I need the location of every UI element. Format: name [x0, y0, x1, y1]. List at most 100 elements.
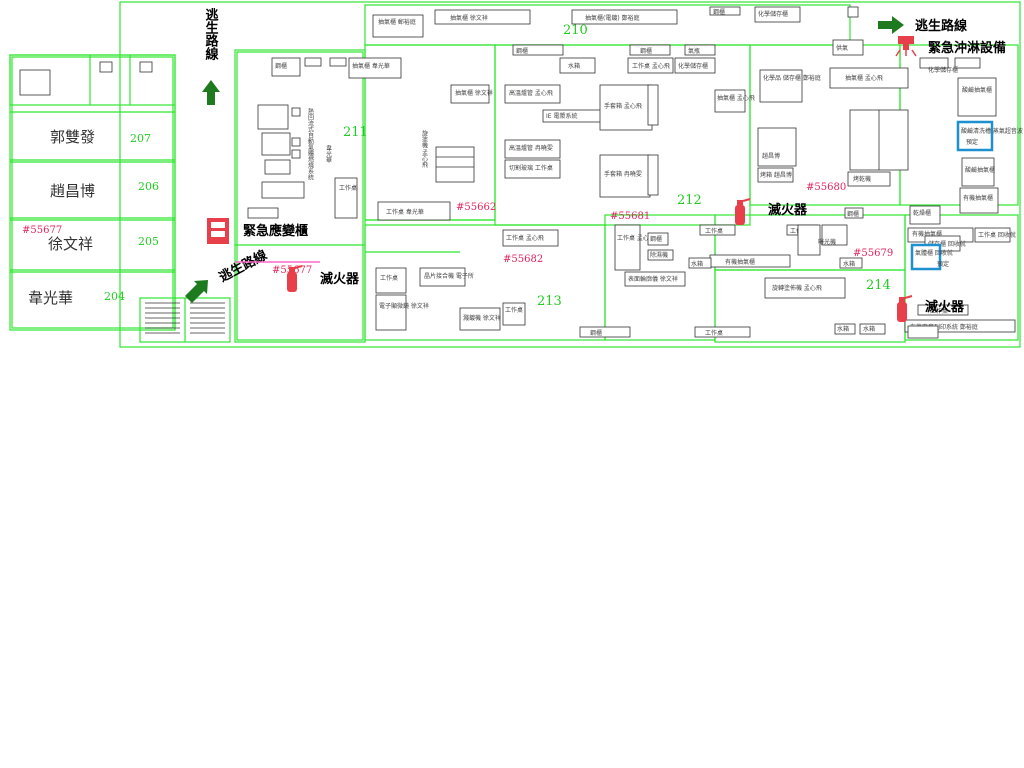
- oven-label: 烤乾機: [853, 175, 871, 183]
- extension-55681: #55681: [610, 211, 650, 222]
- fume-hood-label: 抽氣櫃 徐文祥: [455, 89, 493, 97]
- fire-extinguisher-icon: [735, 198, 751, 225]
- steel-cabinet-label: 鋼櫃: [650, 235, 662, 243]
- gas-cabinet-label: 氣體櫃 回收就: [915, 249, 953, 257]
- exposure-label: 曝光機: [818, 238, 836, 246]
- fume-hood-label: 抽氣櫃(電鍍) 鄭裕庭: [585, 14, 640, 22]
- room-212-number: 212: [677, 193, 702, 208]
- office-205-name: 徐文祥: [48, 235, 93, 253]
- room-211-equipment: 熱回流式自動氣體燃燒系統 韋光華 工作桌 工作桌 韋光華 旋塗機 孟心飛 抽氣櫃…: [247, 84, 493, 221]
- gas-cylinder-label: 氣瓶: [688, 47, 700, 55]
- left-offices: [9, 54, 176, 331]
- office-205-number: 205: [138, 235, 159, 248]
- gas-burner-label: 熱回流式自動氣體燃燒系統: [307, 107, 314, 181]
- escape-arrow-up: [202, 80, 220, 105]
- emergency-shower-icon: [895, 36, 917, 57]
- fire-extinguisher-icon: [287, 265, 303, 292]
- chemical-storage-label: 化學儲存櫃: [928, 66, 958, 74]
- dehumidifier-label: 除濕機: [650, 251, 668, 259]
- chemical-storage-label: 化學儲存櫃: [678, 62, 708, 70]
- steel-cabinet-label: 鋼櫃: [713, 8, 725, 16]
- room-212-equipment: 高溫爐管 孟心飛 高溫爐管 冉曉雯 切割玻璃 工作桌 IE 電漿系統 手套箱 孟…: [504, 84, 864, 269]
- staircase: [139, 297, 231, 343]
- furnace-label: 高溫爐管 冉曉雯: [509, 144, 553, 152]
- steel-cabinet-label: 鋼櫃: [590, 329, 602, 337]
- office-207-number: 207: [130, 132, 151, 145]
- oven-label: 烤箱 趙昌博: [760, 171, 792, 179]
- room-210-number: 210: [563, 23, 588, 38]
- organic-hood-label: 有機抽氣櫃: [912, 230, 942, 238]
- fire-extinguisher-icon: [897, 295, 913, 322]
- plasma-label: IE 電漿系統: [546, 112, 577, 120]
- glass-cutting-label: 切割玻璃 工作桌: [509, 164, 553, 172]
- electron-microscope-label: 電子顯微鏡 徐文祥: [379, 302, 429, 310]
- fume-hood-label: 抽氣櫃 孟心飛: [717, 94, 755, 102]
- sputter-label: 旋塗機 孟心飛: [421, 129, 428, 169]
- water-tank-label: 水箱: [691, 260, 703, 268]
- water-tank-label: 水箱: [568, 62, 580, 70]
- extension-55662: #55662: [456, 202, 496, 213]
- storage-label: 儲存櫃 回收就: [928, 240, 966, 248]
- escape-route-label-right: 逃生路線: [915, 18, 968, 34]
- water-tank-label: 水箱: [837, 325, 849, 333]
- extension-55680: #55680: [806, 182, 846, 193]
- scheduled-label: 預定: [937, 260, 949, 268]
- acid-hood-label: 酸鹼抽氣櫃: [965, 166, 995, 174]
- fume-hood-label: 抽氣櫃 郵裕庭: [378, 18, 416, 26]
- water-tank-label: 水箱: [863, 325, 875, 333]
- extension-55679: #55679: [853, 248, 893, 259]
- worktable-label: 工作桌 孟心飛: [632, 62, 670, 70]
- scheduled-label: 預定: [966, 138, 978, 146]
- office-206-number: 206: [138, 180, 159, 193]
- steel-cabinet-label: 鋼櫃: [275, 62, 287, 70]
- fume-hood-label: 抽氣櫃 韋光華: [352, 62, 390, 70]
- escape-route-label-left: 逃生路線: [203, 7, 219, 61]
- profilometer-label: 表面輪廓儀 徐文祥: [628, 275, 678, 283]
- extension-55682: #55682: [503, 254, 543, 265]
- chemical-cabinet-label: 化學品 儲存櫃 鄭裕庭: [763, 74, 821, 82]
- fire-extinguisher-label: 滅火器: [320, 271, 360, 287]
- storage-cabinet-label: 化學儲存櫃: [758, 10, 788, 18]
- furnace-label: 高溫爐管 孟心飛: [509, 89, 553, 97]
- worktable-label: 工作桌: [339, 184, 357, 192]
- office-occupant-label: 趙昌博: [762, 152, 780, 160]
- office-205-extension: #55677: [22, 225, 62, 236]
- escape-arrow-right: [878, 16, 904, 34]
- office-206-name: 趙昌博: [50, 182, 95, 200]
- worktable-label: 工作桌: [505, 306, 523, 314]
- worktable-label: 工作桌 韋光華: [386, 208, 424, 216]
- escape-arrow-down-left: [185, 280, 208, 303]
- sputter-label: 濺鍍機 徐文祥: [463, 314, 501, 322]
- steel-cabinet-label: 鋼櫃: [847, 210, 859, 218]
- fire-extinguisher-label: 滅火器: [768, 202, 808, 218]
- room-214-number: 214: [866, 278, 891, 293]
- steel-cabinet-label: 鋼櫃: [516, 47, 528, 55]
- worktable-label: 工作桌 孟心飛: [506, 234, 544, 242]
- worktable-label: 工作桌: [930, 307, 948, 315]
- printer-system-label: 有機廢棄列印系統 鄭裕庭: [910, 323, 978, 331]
- worktable-label: 工作桌 孟心飛: [617, 234, 655, 242]
- room-211-occupant-label: 韋光華: [325, 144, 332, 163]
- water-tank-label: 水箱: [843, 260, 855, 268]
- building-outline: [119, 1, 1021, 348]
- office-207-name: 郭雙發: [50, 128, 95, 146]
- furniture-top-row: 抽氣櫃 郵裕庭 抽氣櫃 徐文祥 抽氣櫃(電鍍) 鄭裕庭 鋼櫃 化學儲存櫃 鋼櫃 …: [271, 6, 864, 79]
- bottom-row-equipment: 工作桌 電子顯微鏡 徐文祥 晶片接合機 電子所 濺鍍機 徐文祥 工作桌 工作桌 …: [375, 224, 751, 338]
- scheduled-equipment: 酸鹼清洗槽 蒸氣超音波 預定 氣體櫃 回收就 預定: [910, 120, 1023, 271]
- worktable-label: 工作桌: [705, 227, 723, 235]
- room-213-number: 213: [537, 294, 562, 309]
- fume-hood-label: 抽氣櫃 徐文祥: [450, 14, 488, 22]
- right-room-equipment: 化學品 儲存櫃 鄭裕庭 趙昌博 烤箱 趙昌博 抽氣櫃 孟心飛 烤乾機 化學儲存櫃…: [757, 57, 1016, 339]
- worktable-label: 工作桌: [380, 274, 398, 282]
- emergency-cabinet-label: 緊急應變櫃: [243, 223, 308, 239]
- dry-cabinet-label: 乾燥櫃: [913, 209, 931, 217]
- spin-coater-label: 旋轉塗佈機 孟心飛: [772, 284, 822, 292]
- glovebox-label: 手套箱 冉曉雯: [604, 170, 642, 178]
- organic-hood-label: 有機抽氣櫃: [963, 194, 993, 202]
- bonder-label: 晶片接合機 電子所: [424, 272, 474, 280]
- fire-extinguisher-label: 滅火器: [925, 299, 965, 315]
- supply-label: 供氣: [836, 44, 848, 52]
- worktable-label: 工作桌: [705, 329, 723, 337]
- worktable-label: 工作桌 回收就: [978, 231, 1016, 239]
- emergency-shower-label: 緊急沖淋設備: [928, 40, 1006, 56]
